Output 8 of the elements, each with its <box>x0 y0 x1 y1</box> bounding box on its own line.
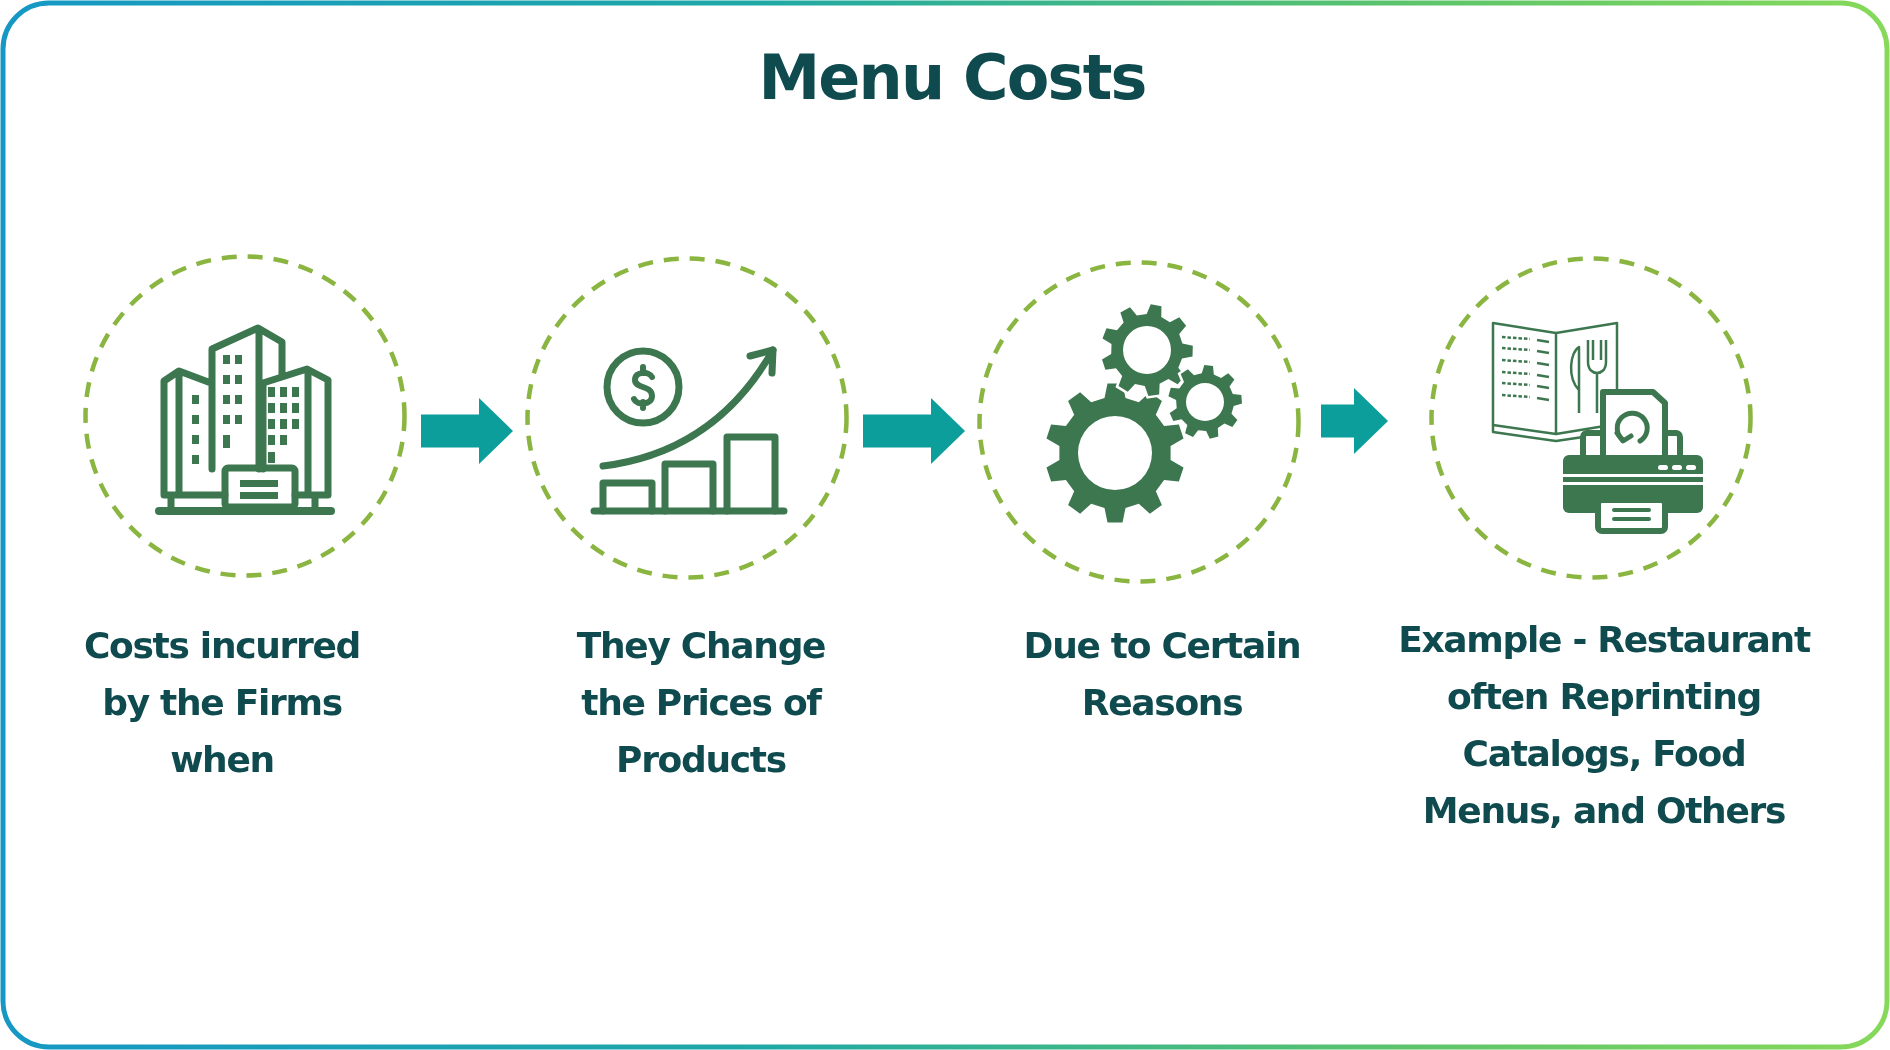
diagram-title: Menu Costs <box>758 44 1146 112</box>
step-caption: They Change the Prices of Products <box>575 624 827 782</box>
step-caption: Example - Restaurant often Reprinting Catalogs, Food Menus, and Others <box>1397 618 1812 833</box>
arrow <box>863 398 965 464</box>
step-caption: Costs incurred by the Firms when <box>82 624 362 782</box>
arrow <box>1321 388 1388 454</box>
step-caption: Due to Certain Reasons <box>1022 624 1302 725</box>
arrow <box>421 398 513 464</box>
